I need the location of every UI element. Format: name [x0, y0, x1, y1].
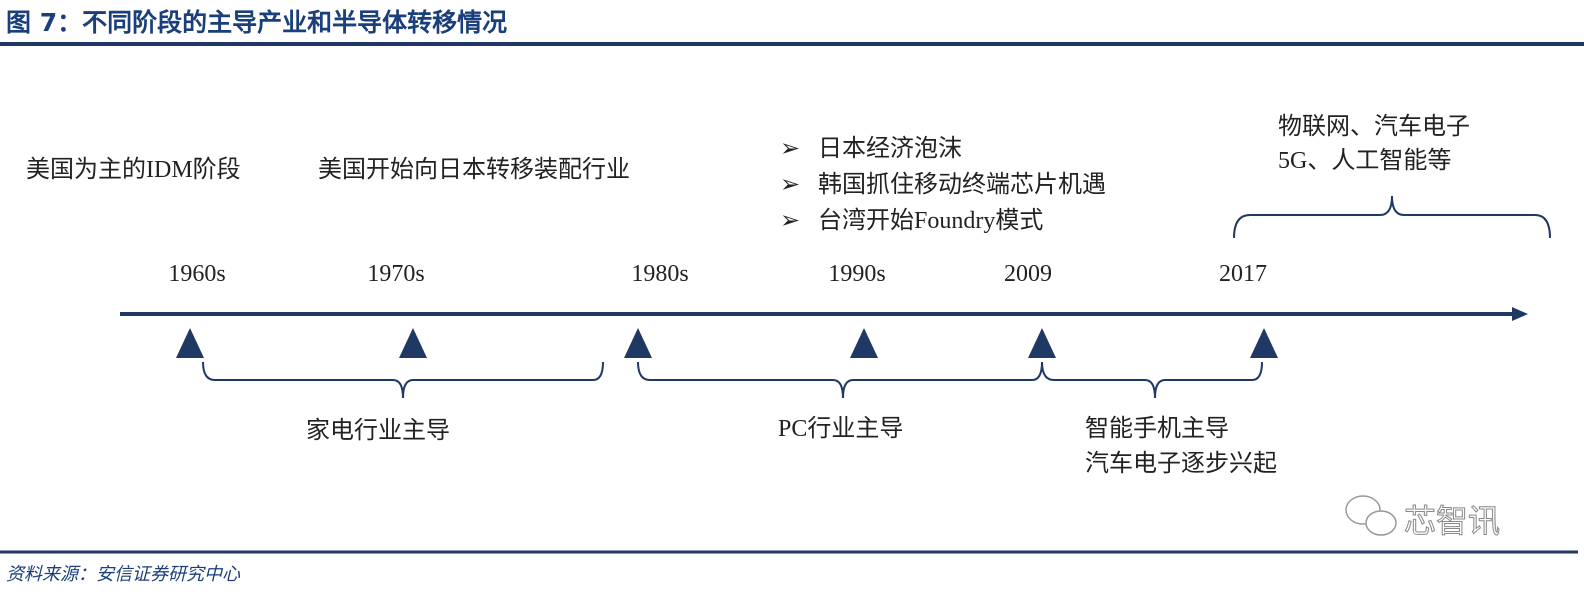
figure-title: 图 7：不同阶段的主导产业和半导体转移情况 [6, 8, 507, 37]
marker-triangle-icon [176, 328, 204, 358]
label-smartphone: 智能手机主导 [1085, 415, 1229, 442]
year-label: 2017 [1219, 261, 1267, 287]
label-appliance: 家电行业主导 [306, 417, 450, 444]
brace-smartphone [1041, 361, 1263, 399]
label-future-1: 物联网、汽车电子 [1278, 113, 1470, 140]
year-label: 1970s [367, 261, 424, 287]
brace-appliance [202, 361, 604, 399]
label-pc: PC行业主导 [778, 415, 903, 442]
wechat-icon [1345, 495, 1397, 536]
bullet-item: 台湾开始Foundry模式 [818, 207, 1043, 234]
year-label: 1980s [631, 261, 688, 287]
bullet-icon: ➢ [780, 172, 800, 198]
marker-triangle-icon [624, 328, 652, 358]
bullet-list: ➢ 日本经济泡沫 ➢ 韩国抓住移动终端芯片机遇 ➢ 台湾开始Foundry模式 [780, 135, 1106, 234]
axis-arrowhead-icon [1512, 307, 1528, 321]
label-idm-stage: 美国为主的IDM阶段 [26, 156, 241, 183]
marker-triangle-icon [1250, 328, 1278, 358]
bullet-item: 韩国抓住移动终端芯片机遇 [818, 171, 1106, 198]
marker-triangle-icon [399, 328, 427, 358]
bullet-icon: ➢ [780, 136, 800, 162]
bullet-icon: ➢ [780, 208, 800, 234]
watermark-text: 芯智讯 [1404, 502, 1500, 540]
marker-triangle-icon [1028, 328, 1056, 358]
brace-pc [637, 361, 1043, 399]
marker-triangle-icon [850, 328, 878, 358]
label-auto-electronics: 汽车电子逐步兴起 [1085, 450, 1277, 477]
bullet-item: 日本经济泡沫 [818, 135, 962, 162]
source-note: 资料来源：安信证券研究中心 [6, 564, 241, 585]
year-label: 1960s [168, 261, 225, 287]
label-transfer-japan: 美国开始向日本转移装配行业 [318, 156, 630, 183]
year-label: 1990s [828, 261, 885, 287]
brace-future [1233, 195, 1551, 239]
year-label: 2009 [1004, 261, 1052, 287]
label-future-2: 5G、人工智能等 [1278, 147, 1451, 174]
